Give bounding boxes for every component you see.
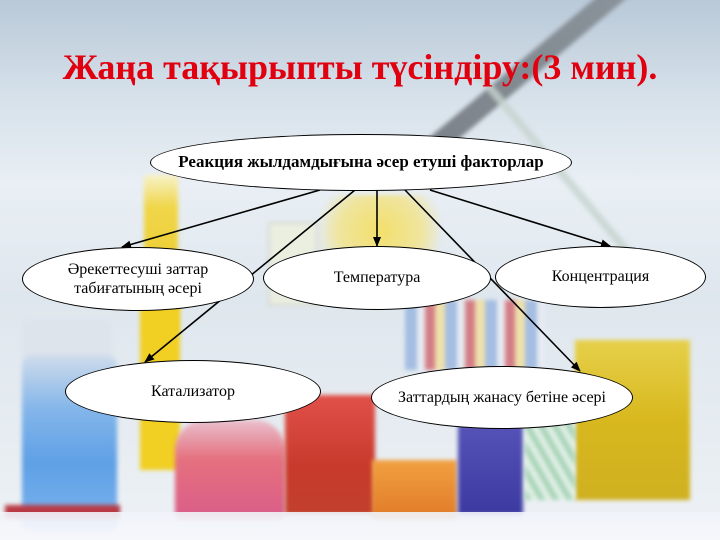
- root-node: Реакция жылдамдығына әсер етуші факторла…: [150, 134, 572, 191]
- red-flask-decoration: [175, 420, 285, 520]
- root-node-label: Реакция жылдамдығына әсер етуші факторла…: [178, 152, 544, 172]
- node-catalyst-label: Катализатор: [151, 382, 235, 400]
- floor-reflection-decoration: [0, 512, 720, 540]
- purple-beaker-decoration: [458, 425, 523, 515]
- node-temperature: Температура: [263, 246, 491, 310]
- yellow-beaker-decoration: [575, 340, 690, 500]
- slide-title: Жаңа тақырыпты түсіндіру:(3 мин).: [0, 46, 720, 88]
- node-catalyst: Катализатор: [65, 360, 321, 423]
- node-concentration: Концентрация: [495, 246, 706, 308]
- blue-bottle-decoration: [22, 320, 112, 360]
- node-temperature-label: Температура: [333, 269, 421, 287]
- node-reactants-line2: табиғатының әсері: [74, 280, 202, 297]
- test-tubes-decoration: [405, 300, 545, 370]
- slide-title-text: Жаңа тақырыпты түсіндіру:(3 мин).: [62, 47, 658, 87]
- node-reactants: Әрекеттесуші заттар табиғатының әсері: [22, 247, 254, 311]
- orange-beaker-decoration: [372, 460, 457, 520]
- node-reactants-line1: Әрекеттесуші заттар: [67, 260, 209, 278]
- node-surface-label: Заттардың жанасу бетіне әсері: [397, 388, 606, 406]
- red-beaker-decoration: [285, 395, 375, 515]
- node-surface: Заттардың жанасу бетіне әсері: [371, 366, 633, 429]
- node-concentration-label: Концентрация: [551, 268, 650, 286]
